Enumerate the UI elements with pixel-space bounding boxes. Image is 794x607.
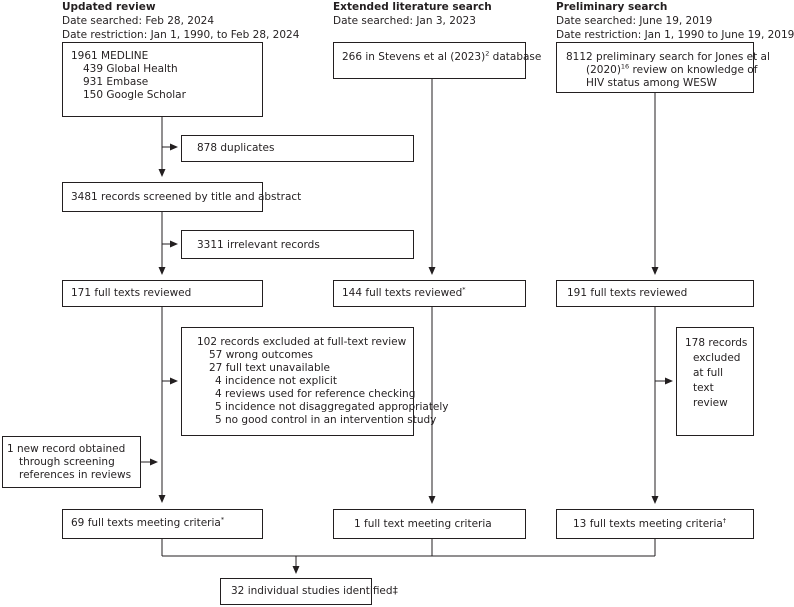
excluded-title: 102 records excluded at full-text review xyxy=(197,336,407,348)
new-record-line2: through screening xyxy=(19,456,115,468)
new-record-line1: 1 new record obtained xyxy=(7,443,126,455)
extended-source-ref: 2 xyxy=(485,49,490,58)
fulltext-excluded-box: 102 records excluded at full-text review… xyxy=(181,327,449,436)
new-record-line3: references in reviews xyxy=(19,469,132,481)
preliminary-source-box: 8112 preliminary search for Jones et al … xyxy=(556,42,770,93)
extended-search-header: Extended literature search Date searched… xyxy=(333,0,492,28)
extended-search-title: Extended literature search xyxy=(333,1,492,13)
extended-fulltexts-mark: * xyxy=(462,285,466,294)
excluded-wrong-outcomes: 57 wrong outcomes xyxy=(209,349,314,361)
preliminary-search-header: Preliminary search Date searched: June 1… xyxy=(556,0,794,42)
preliminary-excluded-line4: text xyxy=(693,382,714,394)
extended-source-label: 266 in Stevens et al (2023) xyxy=(342,51,486,63)
extended-meeting-label: 1 full text meeting criteria xyxy=(354,518,492,530)
preliminary-meeting-label: 13 full texts meeting criteria xyxy=(573,518,723,530)
updated-date-restriction: Date restriction: Jan 1, 1990, to Feb 28… xyxy=(62,29,300,41)
updated-meeting-box: 69 full texts meeting criteria* xyxy=(62,509,263,539)
duplicates-label: 878 duplicates xyxy=(197,142,275,154)
extended-source-box: 266 in Stevens et al (2023)2 database xyxy=(333,42,541,79)
duplicates-box: 878 duplicates xyxy=(181,135,414,162)
extended-date-searched: Date searched: Jan 3, 2023 xyxy=(333,15,476,27)
extended-fulltexts-box: 144 full texts reviewed* xyxy=(333,280,526,307)
preliminary-fulltexts-label: 191 full texts reviewed xyxy=(567,287,688,299)
irrelevant-label: 3311 irrelevant records xyxy=(197,239,320,251)
preliminary-source-line2-suffix: review on knowledge of xyxy=(629,64,758,76)
preliminary-source-line2: (2020) xyxy=(586,64,621,76)
preliminary-meeting-box: 13 full texts meeting criteria† xyxy=(556,509,754,539)
excluded-no-good-control: 5 no good control in an intervention stu… xyxy=(215,414,437,426)
preliminary-search-title: Preliminary search xyxy=(556,1,668,13)
final-studies-label: 32 individual studies identified xyxy=(231,585,393,597)
updated-review-header: Updated review Date searched: Feb 28, 20… xyxy=(62,0,299,42)
final-studies-mark: ‡ xyxy=(392,585,398,597)
preliminary-date-restriction: Date restriction: Jan 1, 1990 to June 19… xyxy=(556,29,794,41)
preliminary-fulltexts-box: 191 full texts reviewed xyxy=(556,280,754,307)
updated-meeting-label: 69 full texts meeting criteria xyxy=(71,517,221,529)
new-record-box: 1 new record obtained through screening … xyxy=(2,436,141,488)
preliminary-date-searched: Date searched: June 19, 2019 xyxy=(556,15,713,27)
preliminary-excluded-line3: at full xyxy=(693,367,724,379)
preliminary-meeting-mark: † xyxy=(722,516,727,525)
updated-fulltexts-label: 171 full texts reviewed xyxy=(71,287,192,299)
updated-date-searched: Date searched: Feb 28, 2024 xyxy=(62,15,214,27)
extended-source-suffix: database xyxy=(489,51,542,63)
screened-label: 3481 records screened by title and abstr… xyxy=(71,191,302,203)
screened-box: 3481 records screened by title and abstr… xyxy=(62,182,301,212)
flow-connectors xyxy=(141,79,673,574)
excluded-full-text-unavailable: 27 full text unavailable xyxy=(209,362,330,374)
source-global-health: 439 Global Health xyxy=(83,63,178,75)
extended-fulltexts-label: 144 full texts reviewed xyxy=(342,287,463,299)
preliminary-source-line1: 8112 preliminary search for Jones et al xyxy=(566,51,770,63)
updated-meeting-mark: * xyxy=(220,515,225,524)
preliminary-source-line3: HIV status among WESW xyxy=(586,77,717,89)
preliminary-source-ref: 16 xyxy=(620,62,630,71)
excluded-not-disaggregated: 5 incidence not disaggregated appropriat… xyxy=(215,401,449,413)
updated-review-title: Updated review xyxy=(62,1,156,13)
updated-sources-box: 1961 MEDLINE 439 Global Health 931 Embas… xyxy=(62,42,263,117)
preliminary-excluded-line1: 178 records xyxy=(685,337,748,349)
final-studies-box: 32 individual studies identified‡ xyxy=(220,578,398,605)
source-medline: 1961 MEDLINE xyxy=(71,50,149,62)
preliminary-excluded-line5: review xyxy=(693,397,728,409)
preliminary-excluded-line2: excluded xyxy=(693,352,741,364)
source-google-scholar: 150 Google Scholar xyxy=(83,89,186,101)
excluded-reviews-reference-checking: 4 reviews used for reference checking xyxy=(215,388,416,400)
irrelevant-box: 3311 irrelevant records xyxy=(181,230,414,259)
excluded-incidence-not-explicit: 4 incidence not explicit xyxy=(215,375,337,387)
preliminary-excluded-box: 178 records excluded at full text review xyxy=(676,327,754,436)
updated-fulltexts-box: 171 full texts reviewed xyxy=(62,280,263,307)
extended-meeting-box: 1 full text meeting criteria xyxy=(333,509,526,539)
source-embase: 931 Embase xyxy=(83,76,149,88)
